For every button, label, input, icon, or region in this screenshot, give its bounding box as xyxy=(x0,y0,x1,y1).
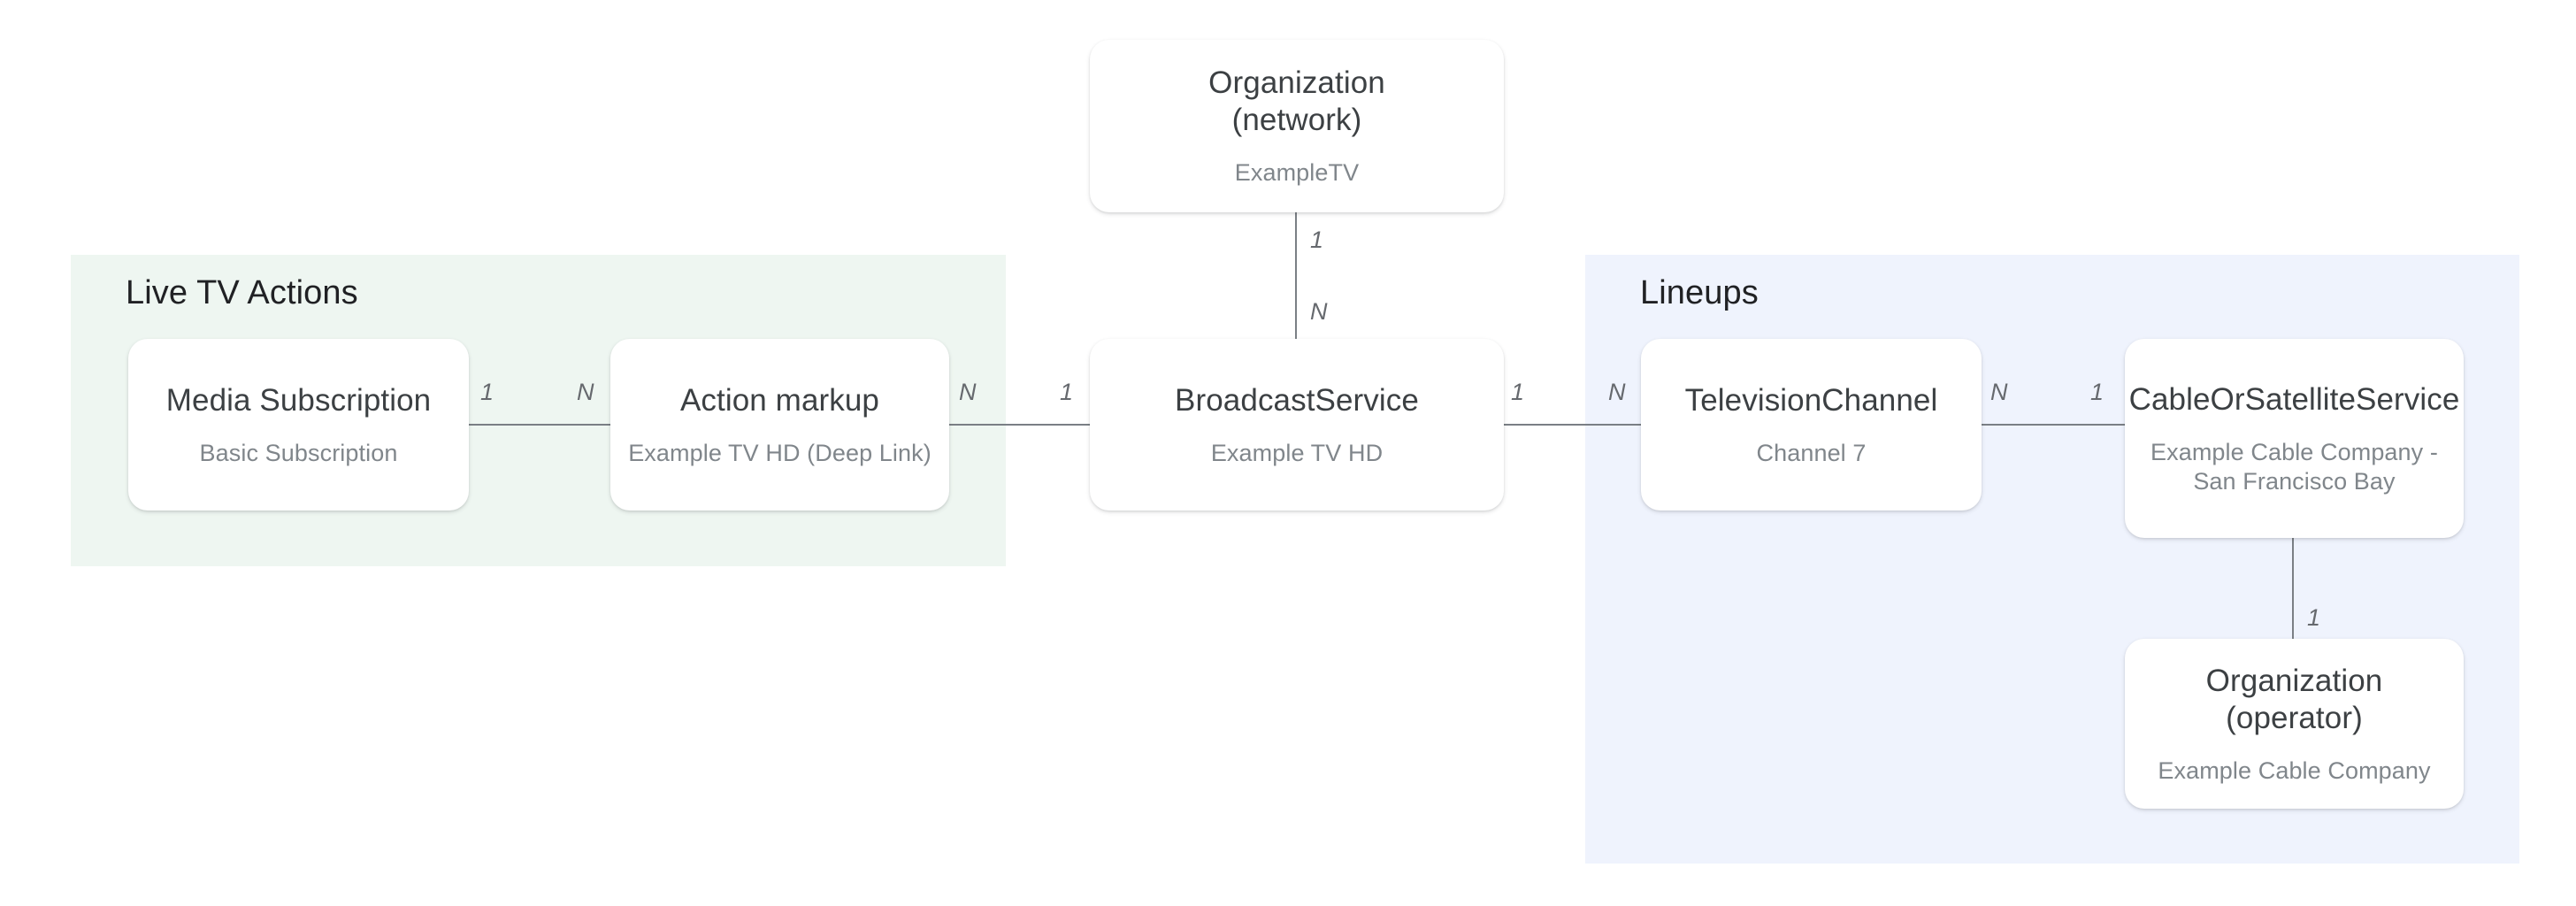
node-organization-network-subtitle: ExampleTV xyxy=(1234,159,1360,187)
node-broadcast-service[interactable]: BroadcastService Example TV HD xyxy=(1090,339,1504,511)
node-broadcast-service-subtitle: Example TV HD xyxy=(1210,439,1384,466)
node-cable-or-satellite-service[interactable]: CableOrSatelliteService Example Cable Co… xyxy=(2125,339,2464,538)
node-cable-or-satellite-service-subtitle: Example Cable Company - San Francisco Ba… xyxy=(2150,438,2438,496)
node-cable-or-satellite-service-subtitle-line1: Example Cable Company - xyxy=(2150,438,2438,465)
node-organization-network-title-line2: (network) xyxy=(1231,103,1362,138)
node-action-markup-title: Action markup xyxy=(679,382,879,418)
cardinality-media-subscription-action-markup-to: N xyxy=(577,379,594,405)
cardinality-organization-network-broadcast-service-to: N xyxy=(1310,298,1328,325)
node-organization-network-title-line1: Organization xyxy=(1208,65,1385,101)
cardinality-television-channel-cable-or-satellite-service-from: N xyxy=(1990,379,2008,405)
node-cable-or-satellite-service-subtitle-line2: San Francisco Bay xyxy=(2193,467,2396,495)
node-broadcast-service-title: BroadcastService xyxy=(1175,382,1419,418)
cardinality-organization-network-broadcast-service-from: 1 xyxy=(1310,226,1324,253)
connector-cable-or-satellite-service-organization-operator xyxy=(2292,536,2294,641)
node-action-markup[interactable]: Action markup Example TV HD (Deep Link) xyxy=(610,339,949,511)
cardinality-media-subscription-action-markup-from: 1 xyxy=(480,379,494,405)
cardinality-broadcast-service-television-channel-to: N xyxy=(1608,379,1626,405)
cardinality-broadcast-service-television-channel-from: 1 xyxy=(1511,379,1525,405)
group-title-lineups: Lineups xyxy=(1640,274,1759,311)
node-organization-network-title: Organization (network) xyxy=(1208,65,1385,139)
node-media-subscription-subtitle: Basic Subscription xyxy=(199,439,398,466)
cardinality-cable-or-satellite-service-organization-operator-to: 1 xyxy=(2307,604,2321,631)
node-organization-operator-title: Organization (operator) xyxy=(2205,663,2383,735)
node-organization-network[interactable]: Organization (network) ExampleTV xyxy=(1090,40,1504,212)
connector-organization-network-broadcast-service xyxy=(1295,211,1297,341)
connector-broadcast-service-television-channel xyxy=(1502,424,1643,426)
node-television-channel-title: TelevisionChannel xyxy=(1684,382,1938,418)
cardinality-television-channel-cable-or-satellite-service-to: 1 xyxy=(2090,379,2104,405)
node-organization-operator[interactable]: Organization (operator) Example Cable Co… xyxy=(2125,639,2464,809)
connector-action-markup-broadcast-service xyxy=(947,424,1092,426)
node-television-channel[interactable]: TelevisionChannel Channel 7 xyxy=(1641,339,1982,511)
group-title-live-tv-actions: Live TV Actions xyxy=(126,274,358,311)
cardinality-action-markup-broadcast-service-to: 1 xyxy=(1060,379,1074,405)
node-television-channel-subtitle: Channel 7 xyxy=(1756,439,1867,466)
connector-media-subscription-action-markup xyxy=(467,424,612,426)
node-organization-operator-subtitle: Example Cable Company xyxy=(2158,756,2431,784)
node-media-subscription-title: Media Subscription xyxy=(165,382,432,418)
connector-television-channel-cable-or-satellite-service xyxy=(1980,424,2127,426)
node-action-markup-subtitle: Example TV HD (Deep Link) xyxy=(628,439,932,466)
node-media-subscription[interactable]: Media Subscription Basic Subscription xyxy=(128,339,469,511)
node-cable-or-satellite-service-title: CableOrSatelliteService xyxy=(2128,381,2460,417)
cardinality-action-markup-broadcast-service-from: N xyxy=(959,379,977,405)
